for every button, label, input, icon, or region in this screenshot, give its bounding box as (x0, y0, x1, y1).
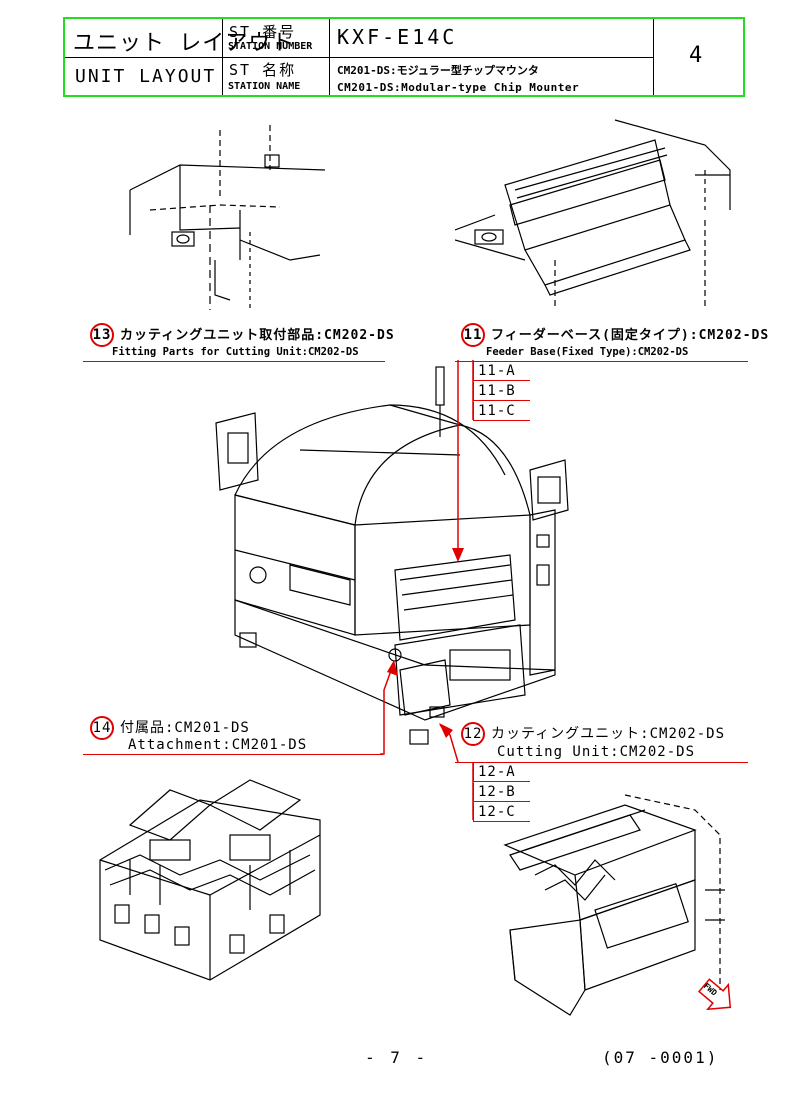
part-12-c: 12-C (473, 803, 530, 822)
fwd-arrow-icon (698, 978, 732, 1011)
part-11-b: 11-B (473, 382, 530, 401)
callout-12-jp: 12 カッティングユニット:CM202-DS (461, 722, 725, 746)
feeder-base-drawing (455, 119, 731, 310)
attachment-drawing (99, 779, 321, 981)
callout-14-number: 14 (90, 716, 114, 740)
station-name-jp: CM201-DS:モジュラー型チップマウンタ (337, 64, 539, 77)
callout-13-number: 13 (90, 323, 114, 347)
unit-layout-jp: ユニット レイアウト (73, 31, 295, 56)
st-name-jp: ST 名称 (229, 61, 297, 79)
st-number-jp: ST 番号 (229, 23, 297, 41)
callout-13-underline (83, 361, 385, 362)
station-name-en: CM201-DS:Modular-type Chip Mounter (337, 81, 580, 94)
callout-12-number: 12 (461, 722, 485, 746)
callout-13-en: Fitting Parts for Cutting Unit:CM202-DS (112, 346, 359, 358)
callout-13-jp-text: カッティングユニット取付部品:CM202-DS (120, 328, 395, 343)
callout-14-jp: 14 付属品:CM201-DS (90, 716, 250, 740)
fitting-parts-drawing (129, 125, 326, 310)
callout-12-jp-text: カッティングユニット:CM202-DS (491, 726, 726, 742)
cutting-unit-drawing (503, 794, 725, 1016)
callout-14-underline (83, 754, 383, 755)
st-name-en: STATION NAME (228, 81, 301, 92)
document-code: (07 -0001) (602, 1048, 719, 1067)
callout-11-en: Feeder Base(Fixed Type):CM202-DS (486, 346, 689, 358)
part-12-b: 12-B (473, 783, 530, 802)
part-11-c: 11-C (473, 402, 530, 421)
part-12-a: 12-A (473, 763, 530, 782)
callout-11-number: 11 (461, 323, 485, 347)
callout-14-jp-text: 付属品:CM201-DS (120, 720, 250, 736)
main-machine-drawing (215, 366, 569, 745)
callout-14-en: Attachment:CM201-DS (128, 737, 308, 753)
callout-11-jp: 11 フィーダーベース(固定タイプ):CM202-DS (461, 323, 769, 347)
title-block: ユニット レイアウト UNIT LAYOUT ST 番号 STATION NUM… (63, 17, 745, 97)
station-number-value: KXF-E14C (337, 25, 458, 49)
page-footer-number: - 7 - (365, 1048, 429, 1067)
page-number-box: 4 (689, 43, 703, 68)
callout-11-jp-text: フィーダーベース(固定タイプ):CM202-DS (491, 328, 770, 343)
st-number-en: STATION NUMBER (228, 41, 313, 52)
callout-11-underline (455, 361, 748, 362)
callout-12-en: Cutting Unit:CM202-DS (497, 744, 696, 760)
callout-12-underline (455, 762, 748, 763)
callout-13-jp: 13 カッティングユニット取付部品:CM202-DS (90, 323, 395, 347)
unit-layout-en: UNIT LAYOUT (75, 66, 217, 87)
part-11-a: 11-A (473, 362, 530, 381)
